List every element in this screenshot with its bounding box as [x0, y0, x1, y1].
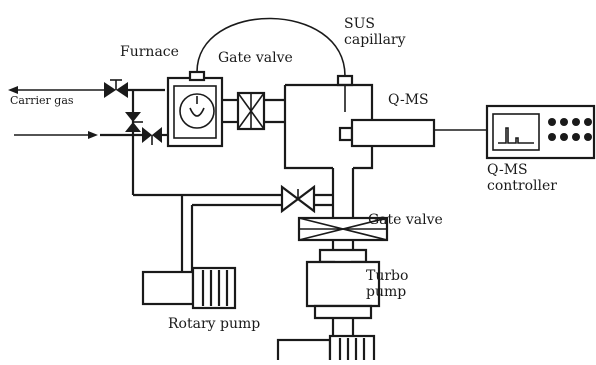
carrier-gas-inlet-valve-icon — [142, 127, 162, 145]
turbo-pump-base — [313, 304, 373, 320]
rotary-pump-body — [141, 270, 195, 306]
furnace-crucible — [179, 93, 215, 129]
qms-controller-label: Q-MS controller — [487, 162, 557, 195]
sus-capillary-label: SUS capillary — [344, 16, 406, 49]
gate-valve-bottom-label: Gate valve — [368, 212, 443, 228]
furnace-label: Furnace — [120, 44, 179, 60]
bypass-valve-icon — [280, 184, 316, 214]
qms-probe — [350, 118, 436, 148]
furnace-sample-icon — [189, 107, 205, 117]
gate-valve-top-label: Gate valve — [218, 50, 293, 66]
qms-ion-source — [338, 126, 354, 142]
backing-pump-fins-icon — [338, 338, 366, 362]
chamber-right-wall — [353, 140, 374, 170]
turbo-pump-label: Turbo pump — [366, 268, 409, 301]
carrier-gas-label: Carrier gas — [10, 94, 74, 107]
bottom-gate-valve-icon — [297, 216, 389, 242]
turbo-pump-body — [305, 260, 381, 308]
top-gate-valve-icon — [236, 91, 266, 131]
rotary-pump-motor — [191, 266, 237, 310]
furnace-inner-wall — [173, 85, 217, 139]
carrier-gas-mid-valve-icon — [125, 112, 143, 132]
sus-capillary-line — [196, 17, 346, 77]
chamber-left-wall — [283, 85, 333, 170]
mass-spectrum-icon — [498, 127, 534, 144]
carrier-gas-top-valve-icon — [104, 79, 128, 98]
rotary-pump-fins-icon — [201, 270, 229, 306]
backing-pump-body — [276, 338, 332, 365]
backing-pump-motor — [328, 334, 376, 365]
controller-screen — [492, 113, 540, 151]
qms-label: Q-MS — [388, 92, 429, 108]
capillary-port — [336, 74, 354, 87]
controller-buttons-icon — [548, 118, 592, 141]
rotary-pump-label: Rotary pump — [168, 316, 261, 332]
furnace-port — [188, 70, 206, 82]
carrier-gas-out-arrow — [8, 86, 104, 94]
chamber-top-wall — [285, 83, 374, 120]
carrier-gas-in-arrow — [14, 131, 98, 139]
